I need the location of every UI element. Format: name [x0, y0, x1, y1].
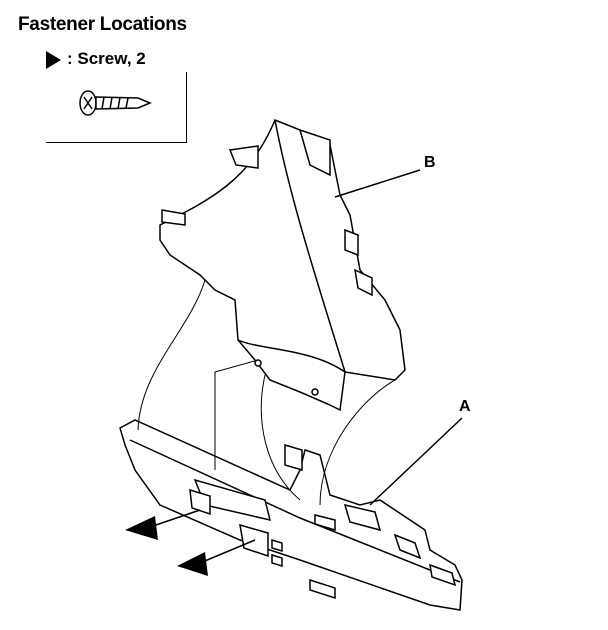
trim-panel-b — [159, 119, 406, 412]
fastener-legend: : Screw, 2 — [46, 49, 146, 69]
callout-a-leader — [369, 417, 463, 506]
screw-location-leader-2 — [199, 539, 256, 564]
callout-b-leader — [334, 169, 421, 198]
diagram-title: Fastener Locations — [18, 14, 187, 35]
screw-arrow-icon — [46, 50, 61, 69]
callout-b-label: B — [424, 154, 436, 171]
alignment-guide-lines — [137, 279, 396, 506]
callout-a-label: A — [459, 398, 471, 415]
screw-location-arrow-1 — [125, 516, 158, 540]
screw-location-arrow-2 — [177, 552, 208, 576]
screw-location-leader-1 — [149, 509, 201, 528]
legend-frame — [46, 72, 187, 143]
console-frame-a — [119, 419, 463, 611]
legend-label: : Screw, 2 — [67, 49, 146, 68]
screw-icon — [79, 90, 152, 116]
